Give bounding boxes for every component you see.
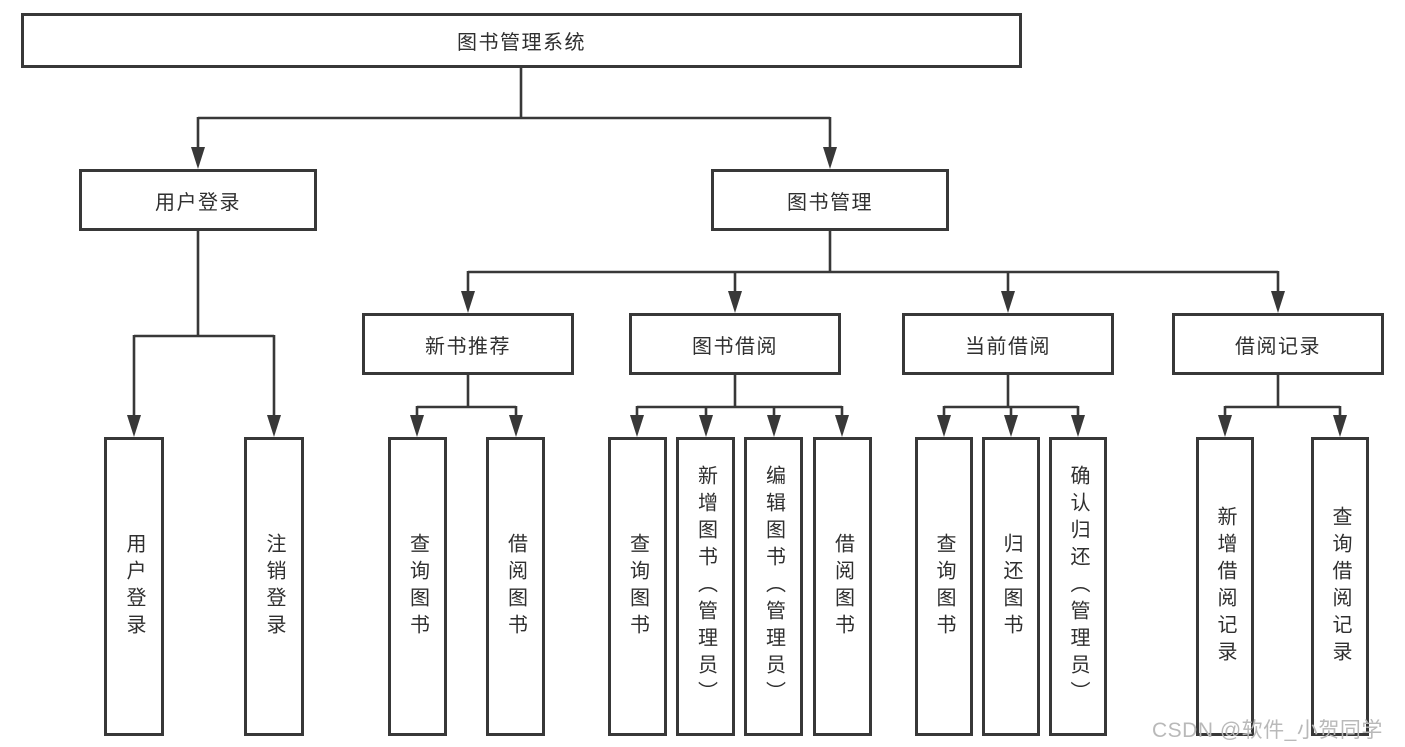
node-root-library-system: 图书管理系统: [21, 13, 1022, 68]
node-label: 归还图书: [1000, 532, 1022, 641]
leaf-user-login: 用户登录: [104, 437, 164, 736]
node-label: 编辑图书（管理员）: [762, 465, 785, 708]
node-label: 借阅图书: [831, 532, 854, 641]
node-label: 图书借阅: [692, 335, 778, 358]
leaf-query-books-current: 查询图书: [915, 437, 973, 736]
leaf-add-borrow-record: 新增借阅记录: [1196, 437, 1254, 736]
node-label: 借阅图书: [504, 532, 527, 641]
node-label: 新增图书（管理员）: [694, 465, 717, 708]
leaf-confirm-return-admin: 确认归还（管理员）: [1049, 437, 1107, 736]
csdn-watermark: CSDN @软件_小贺同学: [1152, 719, 1383, 742]
node-book-borrowing: 图书借阅: [629, 313, 841, 375]
node-label: 查询图书: [406, 532, 429, 641]
leaf-borrow-books-recommend: 借阅图书: [486, 437, 545, 736]
leaf-edit-books-admin: 编辑图书（管理员）: [744, 437, 803, 736]
node-label: 图书管理: [787, 191, 873, 214]
node-label: 确认归还（管理员）: [1067, 465, 1089, 708]
node-label: 用户登录: [123, 532, 145, 641]
leaf-add-books-admin: 新增图书（管理员）: [676, 437, 735, 736]
node-label: 注销登录: [263, 532, 285, 641]
leaf-return-books: 归还图书: [982, 437, 1040, 736]
node-label: 新增借阅记录: [1214, 505, 1236, 668]
leaf-query-books-borrowing: 查询图书: [608, 437, 667, 736]
node-current-borrowing: 当前借阅: [902, 313, 1114, 375]
leaf-borrow-books-borrowing: 借阅图书: [813, 437, 872, 736]
node-user-login: 用户登录: [79, 169, 317, 231]
node-label: 借阅记录: [1235, 335, 1321, 358]
leaf-logout: 注销登录: [244, 437, 304, 736]
node-book-management: 图书管理: [711, 169, 949, 231]
node-label: 当前借阅: [965, 335, 1051, 358]
node-label: 新书推荐: [425, 335, 511, 358]
node-label: 查询图书: [626, 532, 649, 641]
leaf-query-borrow-record: 查询借阅记录: [1311, 437, 1369, 736]
node-label: 查询图书: [933, 532, 955, 641]
node-label: 图书管理系统: [457, 32, 586, 54]
leaf-query-books-recommend: 查询图书: [388, 437, 447, 736]
node-label: 用户登录: [155, 191, 241, 214]
node-borrowing-records: 借阅记录: [1172, 313, 1384, 375]
node-new-book-recommend: 新书推荐: [362, 313, 574, 375]
node-label: 查询借阅记录: [1329, 505, 1351, 668]
